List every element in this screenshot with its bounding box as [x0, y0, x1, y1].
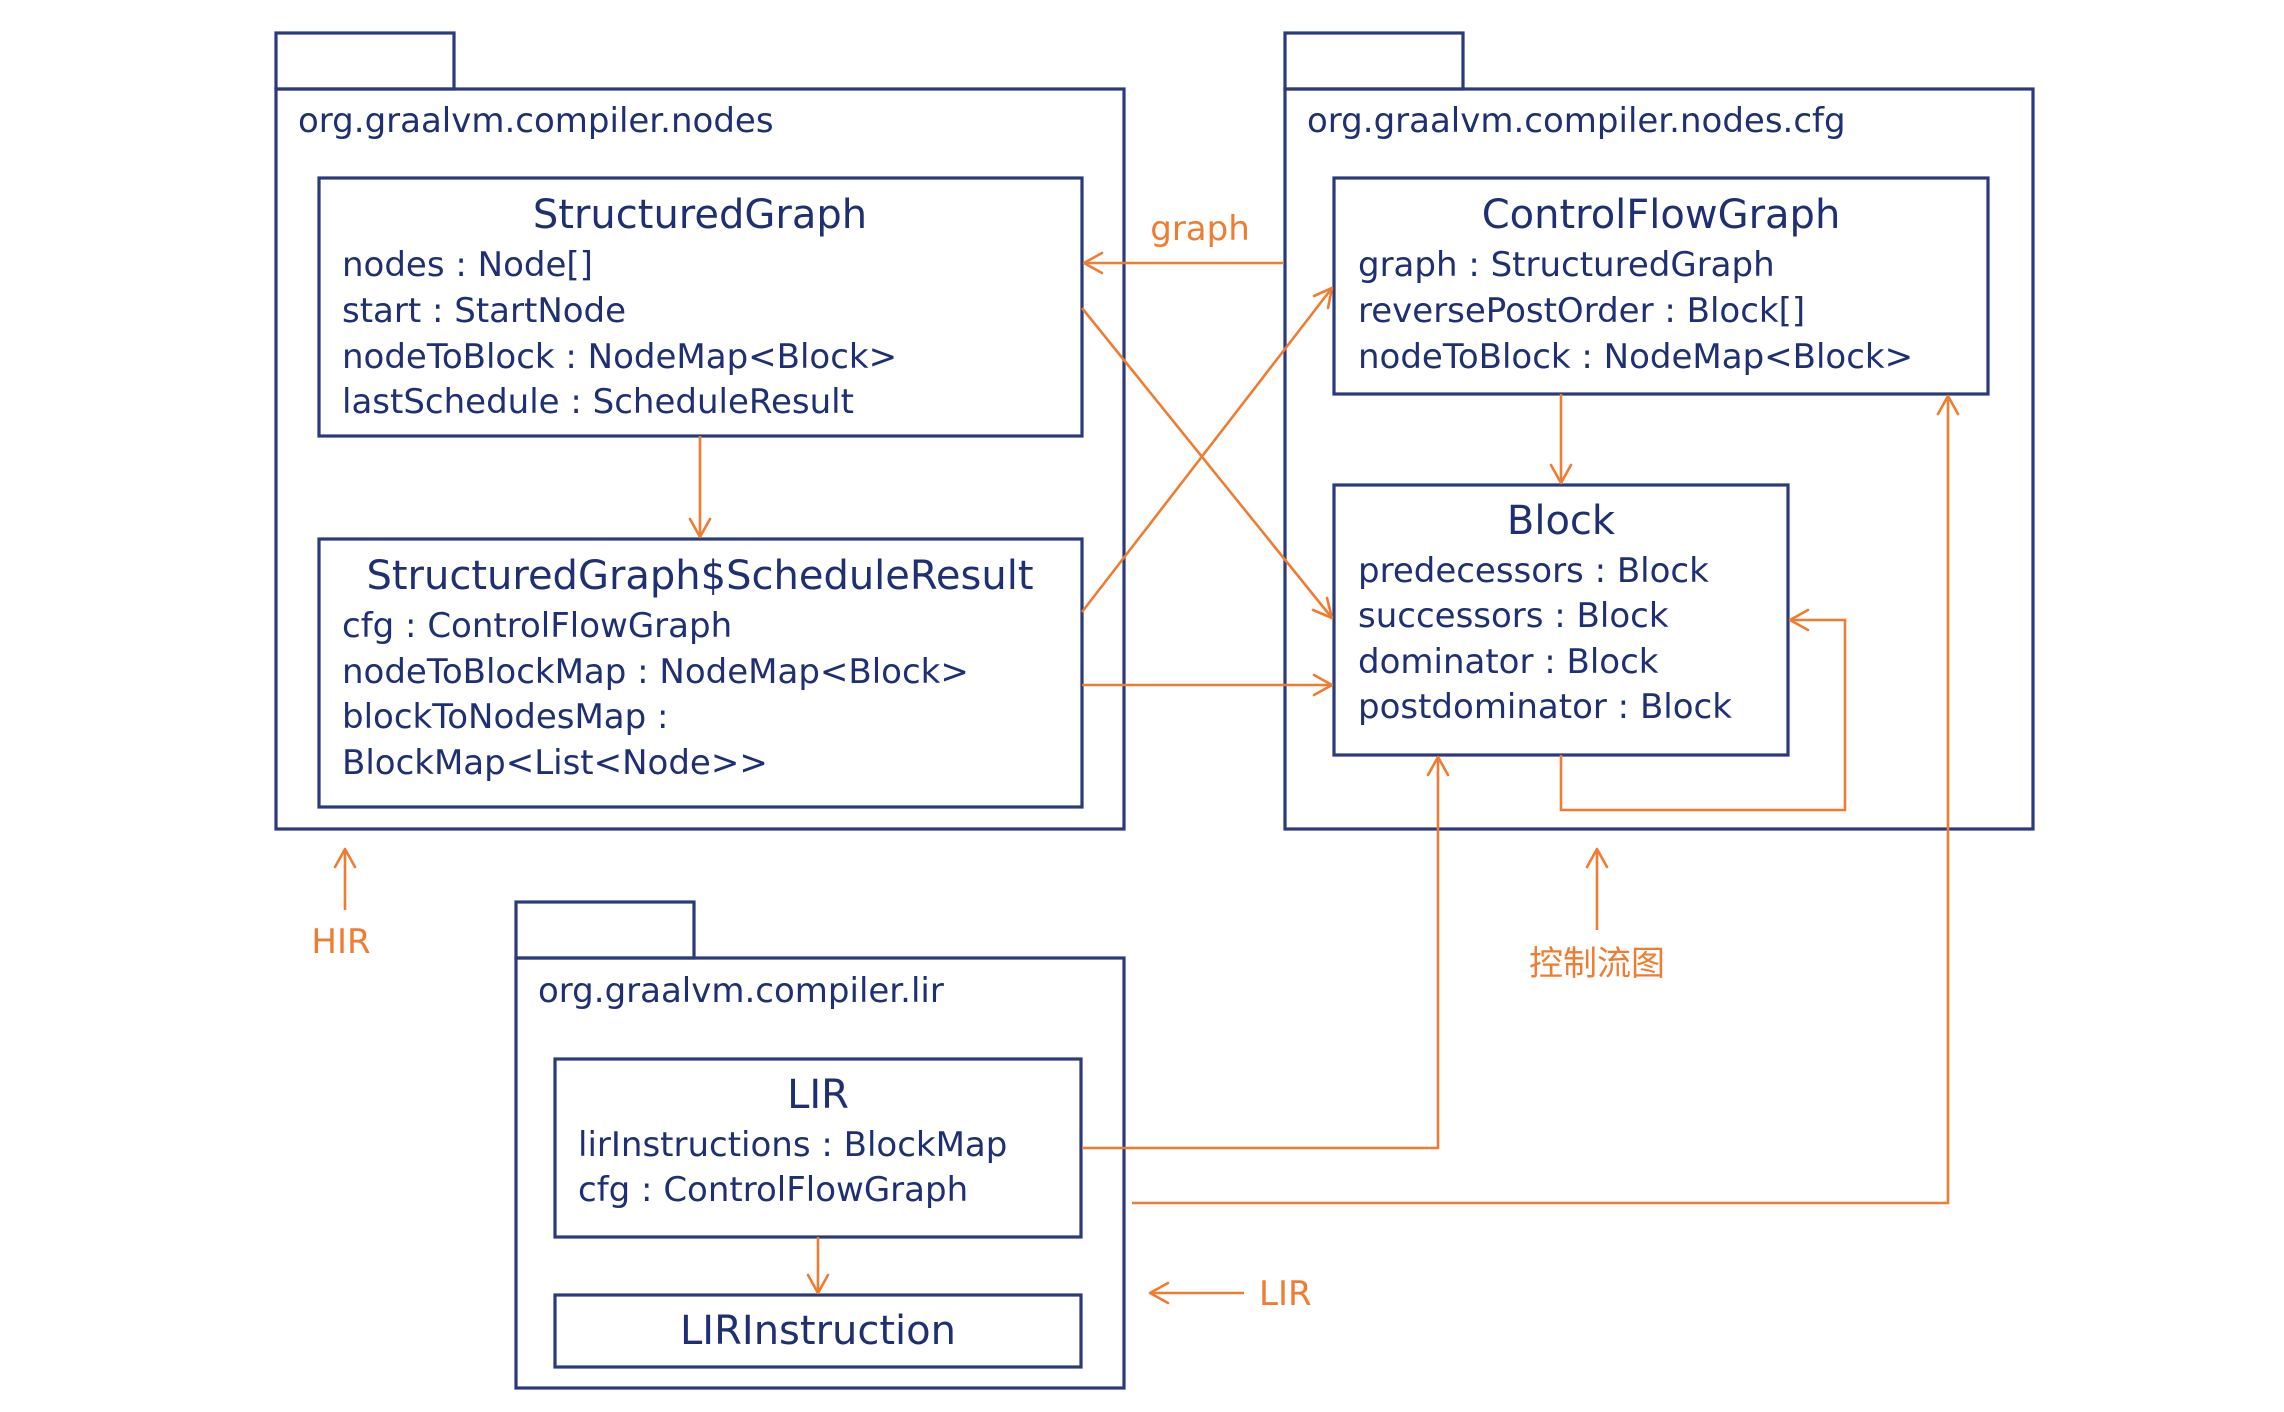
arrow-schedule-result-to-block	[1082, 673, 1334, 697]
attribute: dominator : Block	[1358, 642, 1659, 682]
class-block: Block predecessors : Block successors : …	[1332, 483, 1790, 757]
attribute: nodeToBlockMap : NodeMap<Block>	[342, 652, 969, 692]
attribute: predecessors : Block	[1358, 551, 1709, 591]
attribute: lirInstructions : BlockMap	[578, 1125, 1007, 1165]
package-lir: org.graalvm.compiler.lir	[514, 900, 1126, 1390]
attribute: blockToNodesMap :	[342, 697, 668, 737]
package-cfg-title: org.graalvm.compiler.nodes.cfg	[1307, 101, 1846, 141]
hir-label: HIR	[311, 922, 370, 962]
attribute: cfg : ControlFlowGraph	[342, 606, 732, 646]
arrow-structured-graph-to-schedule-result	[688, 436, 712, 539]
package-nodes-tab	[274, 31, 456, 91]
package-nodes-title: org.graalvm.compiler.nodes	[298, 101, 774, 141]
attribute: cfg : ControlFlowGraph	[578, 1170, 968, 1210]
class-lir-instruction: LIRInstruction	[553, 1293, 1083, 1369]
class-structured-graph-name: StructuredGraph	[533, 192, 867, 238]
package-lir-title: org.graalvm.compiler.lir	[538, 971, 944, 1011]
arrow-lir-to-lir-instruction	[806, 1237, 830, 1295]
arrow-structured-graph-to-block	[1080, 307, 1334, 620]
lir-annotation: LIR	[1148, 1274, 1312, 1314]
attribute: successors : Block	[1358, 596, 1669, 636]
class-block-name: Block	[1507, 498, 1616, 544]
hir-annotation: HIR	[311, 847, 371, 962]
arrow-schedule-result-to-cfg	[1080, 286, 1334, 613]
attribute: nodeToBlock : NodeMap<Block>	[342, 337, 897, 377]
class-schedule-result: StructuredGraph$ScheduleResult cfg : Con…	[317, 537, 1084, 809]
class-schedule-result-box	[317, 537, 1084, 809]
class-schedule-result-name: StructuredGraph$ScheduleResult	[366, 553, 1033, 599]
attribute: start : StartNode	[342, 291, 626, 331]
class-lir: LIR lirInstructions : BlockMap cfg : Con…	[553, 1057, 1083, 1239]
arrow-cfg-to-block	[1549, 394, 1573, 485]
package-nodes: org.graalvm.compiler.nodes	[274, 31, 1126, 831]
package-cfg-body	[1283, 87, 2035, 831]
package-cfg-tab	[1283, 31, 1465, 91]
attribute: reversePostOrder : Block[]	[1358, 291, 1805, 331]
package-lir-tab	[514, 900, 696, 960]
package-cfg: org.graalvm.compiler.nodes.cfg	[1283, 31, 2035, 831]
cfg-annotation: 控制流图	[1529, 847, 1665, 984]
attribute: lastSchedule : ScheduleResult	[342, 382, 854, 422]
attribute: postdominator : Block	[1358, 687, 1732, 727]
class-lir-instruction-box	[553, 1293, 1083, 1369]
lir-layer-label: LIR	[1259, 1274, 1312, 1314]
attribute: graph : StructuredGraph	[1358, 245, 1775, 285]
arrow-lir-to-block	[1082, 755, 1450, 1150]
attribute: nodeToBlock : NodeMap<Block>	[1358, 337, 1913, 377]
arrow-cfg-to-structured-graph	[1082, 251, 1284, 275]
class-lir-name: LIR	[787, 1072, 849, 1118]
class-control-flow-graph-name: ControlFlowGraph	[1482, 192, 1841, 238]
class-control-flow-graph-box	[1332, 176, 1990, 396]
class-lir-instruction-name: LIRInstruction	[680, 1308, 956, 1354]
package-lir-body	[514, 956, 1126, 1390]
graph-edge-label: graph	[1150, 209, 1250, 249]
attribute: nodes : Node[]	[342, 245, 593, 285]
arrow-lir-to-cfg	[1132, 394, 1960, 1205]
class-structured-graph: StructuredGraph nodes : Node[] start : S…	[317, 176, 1084, 438]
arrow-block-self	[1559, 608, 1847, 812]
cfg-layer-label: 控制流图	[1529, 944, 1665, 984]
attribute: BlockMap<List<Node>>	[342, 743, 768, 783]
class-control-flow-graph: ControlFlowGraph graph : StructuredGraph…	[1332, 176, 1990, 396]
package-nodes-body	[274, 87, 1126, 831]
